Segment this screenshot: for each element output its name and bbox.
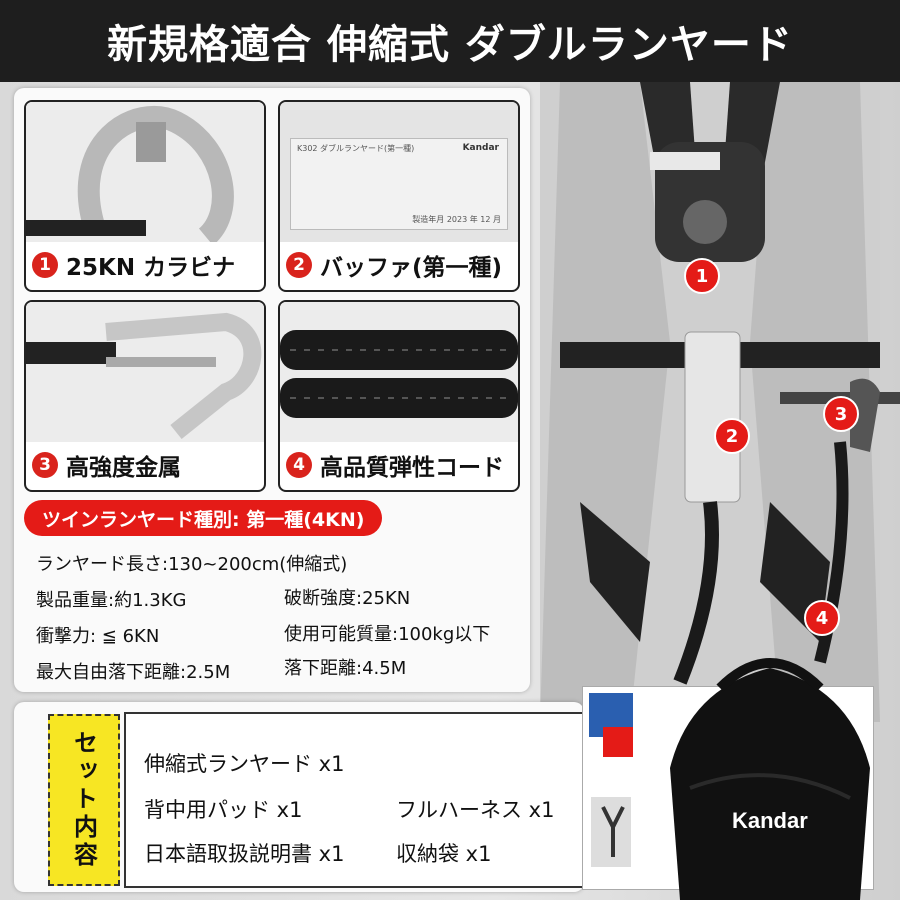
set-contents-list: 伸縮式ランヤード x1 背中用パッド x1 フルハーネス x1 日本語取扱説明書… <box>124 712 588 888</box>
tile-label: 25KN カラビナ <box>66 255 236 281</box>
callout-1: 1 <box>684 258 720 294</box>
number-badge: 2 <box>286 252 312 278</box>
spec-max-free-fall: 最大自由落下距離:2.5M <box>36 662 231 683</box>
callout-4: 4 <box>804 600 840 636</box>
manual-illustration <box>589 693 633 867</box>
set-item: 収納袋 x1 <box>396 842 492 866</box>
feature-tile-elastic-cord: 4 高品質弾性コード <box>278 300 520 492</box>
set-item: 日本語取扱説明書 x1 <box>144 842 345 866</box>
set-contents-panel: セット内容 伸縮式ランヤード x1 背中用パッド x1 フルハーネス x1 日本… <box>14 702 588 892</box>
tile-label: 高品質弾性コード <box>320 455 504 481</box>
spec-length: ランヤード長さ:130~200cm(伸縮式) <box>36 554 348 575</box>
buffer-label-date: 製造年月 2023 年 12 月 <box>412 215 501 224</box>
spec-fall-distance: 落下距離:4.5M <box>284 658 407 679</box>
storage-bag-image <box>670 658 870 900</box>
feature-tile-carabiner: 1 25KN カラビナ <box>24 100 266 292</box>
number-badge: 3 <box>32 452 58 478</box>
spec-breaking: 破断強度:25KN <box>284 588 411 609</box>
carabiner-image <box>26 102 264 242</box>
feature-tile-metal-hook: 3 高強度金属 <box>24 300 266 492</box>
tile-label: バッファ(第一種) <box>320 255 503 281</box>
spec-usable-mass: 使用可能質量:100kg以下 <box>284 624 491 645</box>
feature-tile-buffer: K302 ダブルランヤード(第一種) Kandar 製造年月 2023 年 12… <box>278 100 520 292</box>
set-contents-label: セット内容 <box>48 714 120 886</box>
spec-weight: 製品重量:約1.3KG <box>36 590 187 611</box>
metal-hook-image <box>26 302 264 442</box>
elastic-cord-image <box>280 302 518 442</box>
harness-wearer-image <box>540 82 900 722</box>
bag-brand-logo: Kandar <box>732 808 808 833</box>
tile-label: 高強度金属 <box>66 455 181 481</box>
features-panel: 1 25KN カラビナ K302 ダブルランヤード(第一種) Kandar 製造… <box>14 88 530 692</box>
buffer-label-brand: Kandar <box>462 143 499 153</box>
buffer-label-image: K302 ダブルランヤード(第一種) Kandar 製造年月 2023 年 12… <box>280 102 518 242</box>
callout-2: 2 <box>714 418 750 454</box>
number-badge: 1 <box>32 252 58 278</box>
page-title: 新規格適合 伸縮式 ダブルランヤード <box>0 0 900 82</box>
spec-impact: 衝撃力: ≦ 6KN <box>36 626 160 647</box>
buffer-label-line: K302 ダブルランヤード(第一種) <box>297 144 415 153</box>
set-item: フルハーネス x1 <box>396 798 555 822</box>
set-item: 背中用パッド x1 <box>144 798 303 822</box>
set-item: 伸縮式ランヤード x1 <box>144 752 345 776</box>
spec-heading: ツインランヤード種別: 第一種(4KN) <box>24 500 383 536</box>
callout-3: 3 <box>823 396 859 432</box>
number-badge: 4 <box>286 452 312 478</box>
